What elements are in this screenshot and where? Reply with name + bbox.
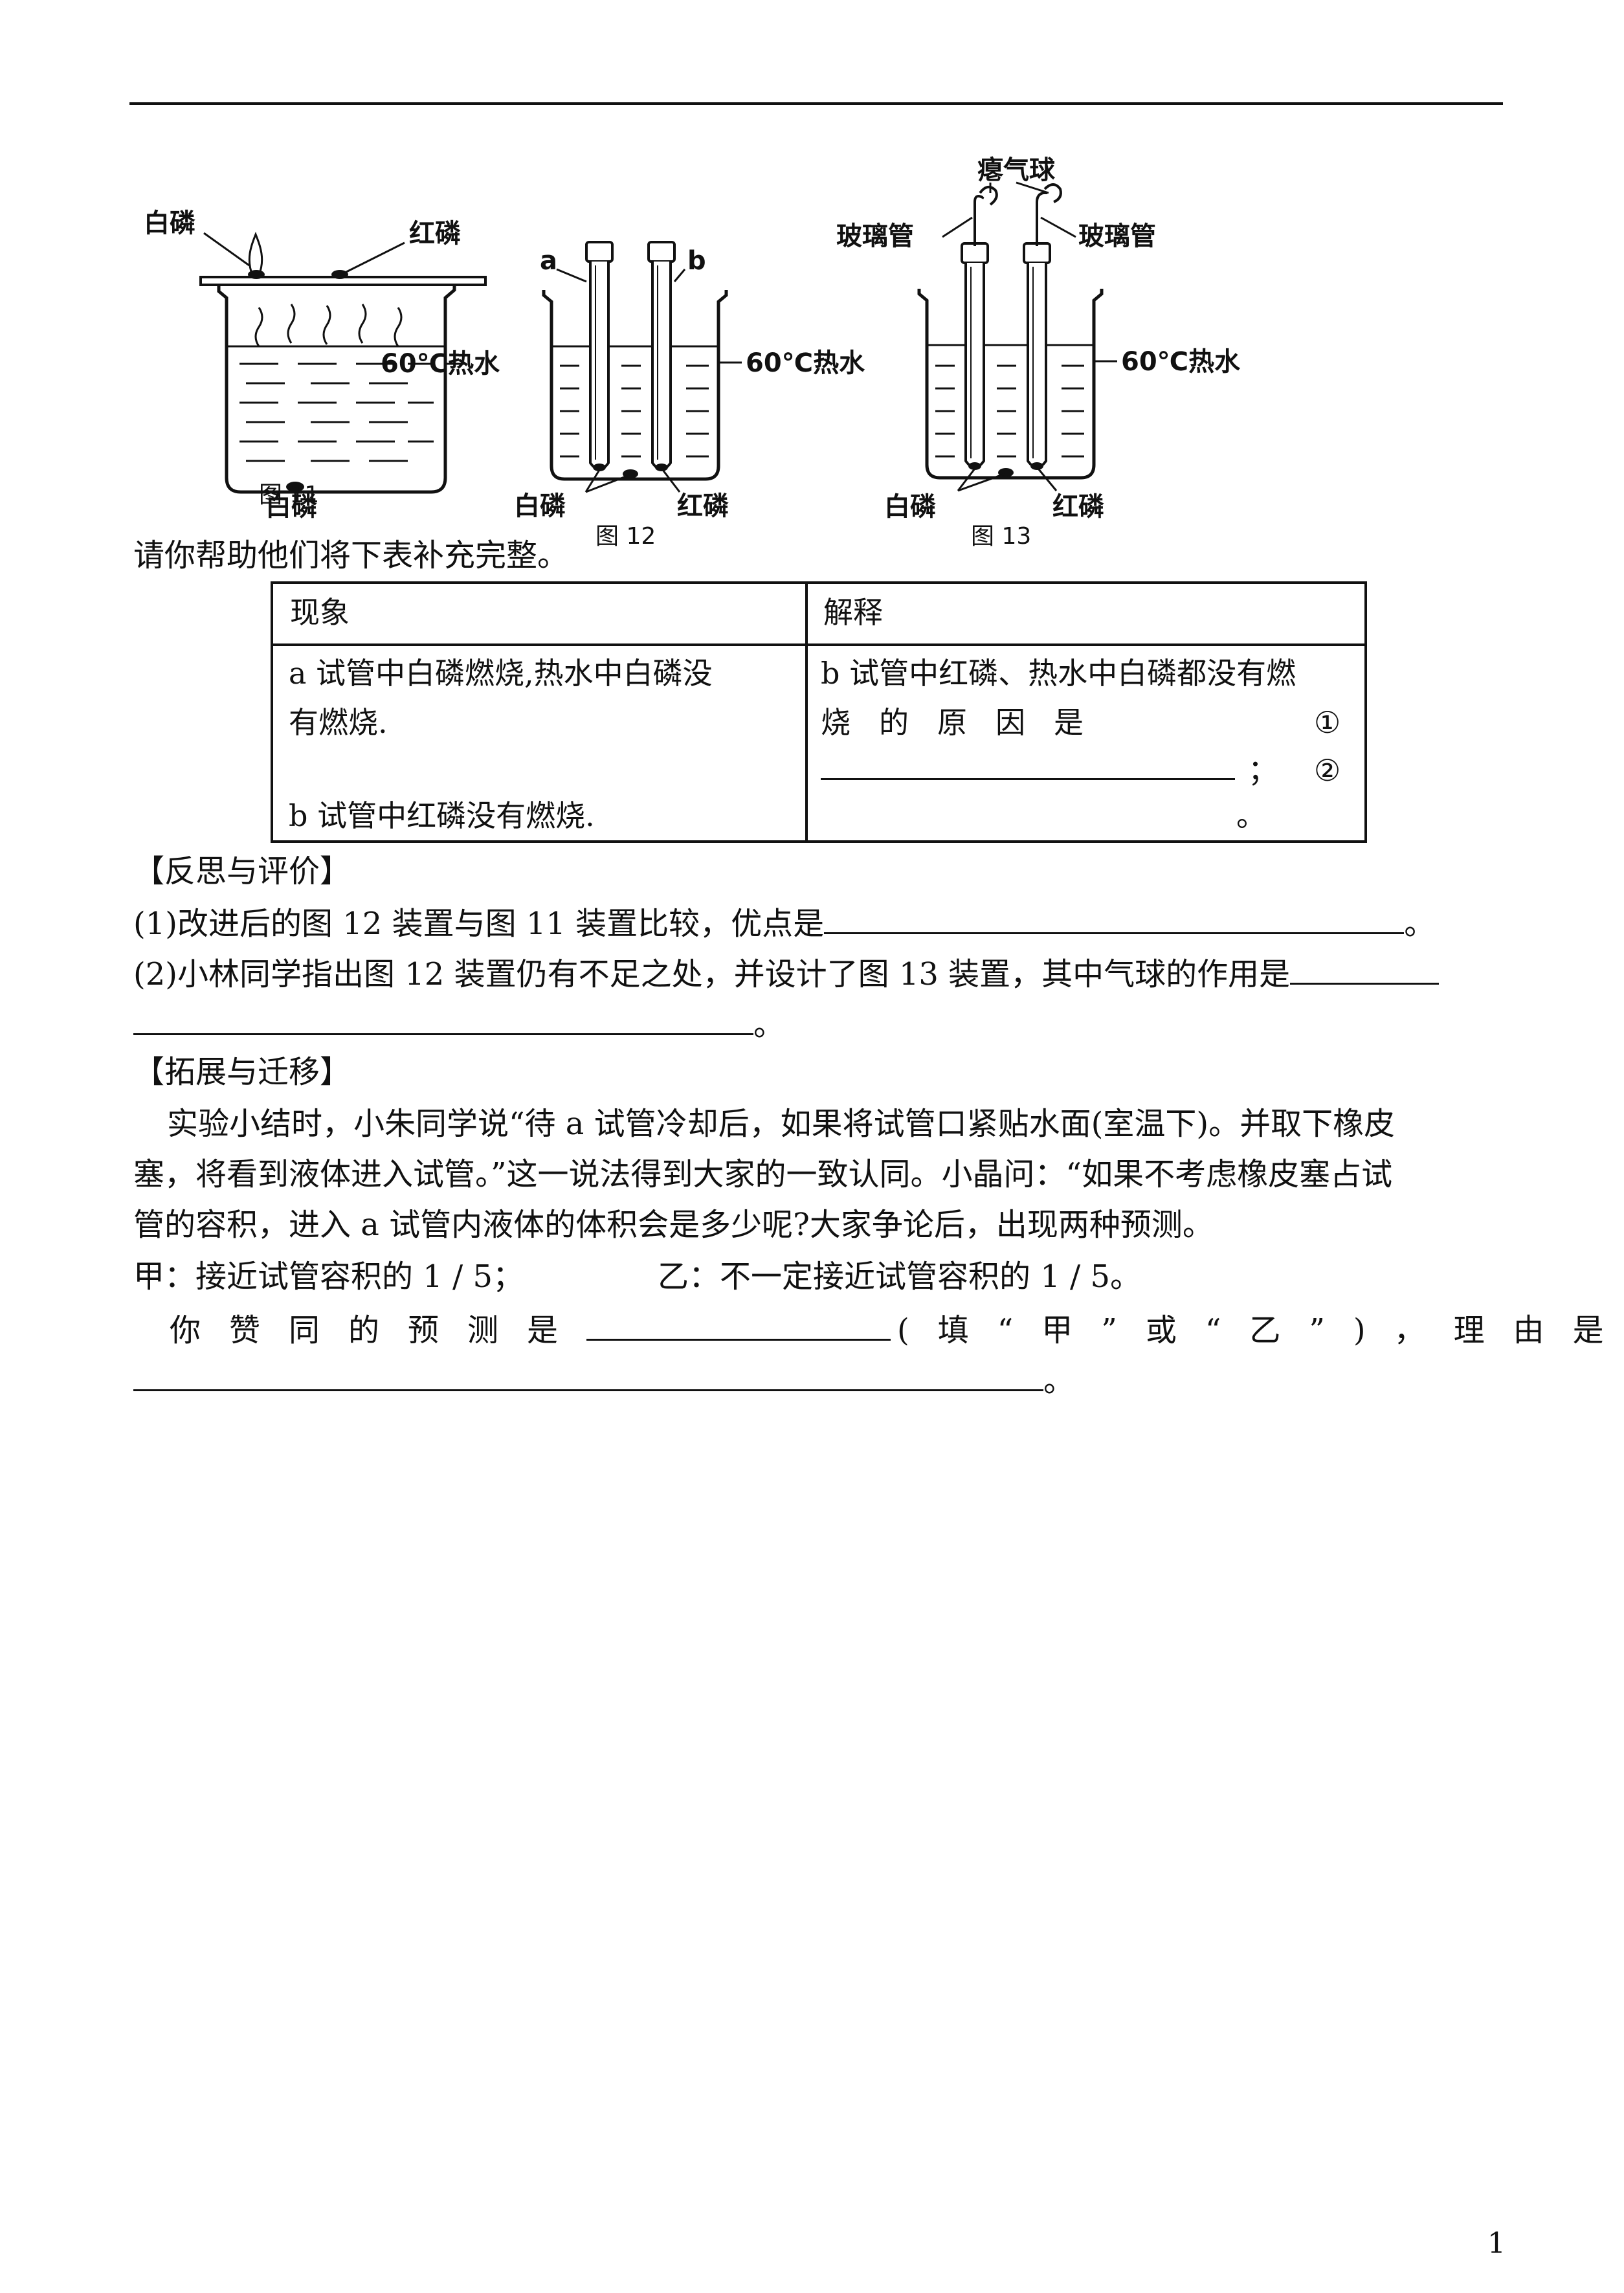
fig13-label-glass-tube-left: 玻璃管 — [836, 221, 914, 251]
fig12-label-red-phosphorus: 红磷 — [677, 491, 729, 521]
fig11-label-white-phosphorus-top: 白磷 — [144, 208, 195, 238]
reflection-q1-text: (1)改进后的图 12 装置与图 11 装置比较，优点是 — [133, 906, 825, 942]
agree-prefix: 你赞同的预测是 — [170, 1312, 587, 1348]
fig12-caption: 图 12 — [595, 523, 656, 550]
reflection-q2-text: (2)小林同学指出图 12 装置仍有不足之处，并设计了图 13 装置，其中气球的… — [133, 956, 1291, 992]
reflection-q2: (2)小林同学指出图 12 装置仍有不足之处，并设计了图 13 装置，其中气球的… — [133, 946, 1440, 999]
fig11-label-hot-water: 60℃热水 — [381, 349, 500, 379]
figure-11-drawing: 白磷 红磷 60℃热水 白磷 图 11 — [144, 208, 500, 522]
reflection-q1-end: 。 — [1404, 906, 1436, 942]
table-phenomenon-line3: b 试管中红磷没有燃烧. — [289, 798, 595, 833]
answer-blank-advantage[interactable] — [824, 896, 1405, 934]
fig12-label-tube-b: b — [687, 246, 706, 276]
extension-line1: 实验小结时，小朱同学说“待 a 试管冷却后，如果将试管口紧贴水面(室温下)。并取… — [167, 1106, 1396, 1142]
answer-blank-reason-1[interactable] — [821, 742, 1235, 780]
fig12-label-tube-a: a — [540, 246, 557, 276]
figure-13-drawing: 瘪气球 玻璃管 玻璃管 60℃热水 白磷 红磷 图 13 — [836, 155, 1241, 550]
fig11-caption: 图 11 — [259, 482, 319, 508]
fig13-label-white-phosphorus: 白磷 — [884, 492, 936, 522]
fig13-caption: 图 13 — [971, 523, 1031, 550]
fig13-label-red-phosphorus: 红磷 — [1052, 492, 1104, 522]
answer-blank-balloon-role-a[interactable] — [1290, 946, 1440, 985]
table-explanation-line2: 烧的原因是 — [821, 698, 1112, 747]
fig13-label-balloon: 瘪气球 — [977, 155, 1056, 185]
reflection-q2-end: 。 — [753, 1007, 785, 1043]
header-rule — [129, 102, 1503, 105]
answer-blank-choice[interactable] — [586, 1303, 891, 1341]
agree-end: 。 — [1043, 1363, 1075, 1399]
figure-12-drawing: a b 60℃热水 白磷 红磷 图 12 — [514, 241, 865, 550]
figure-12: a b 60℃热水 白磷 红磷 图 12 — [514, 233, 865, 550]
table-explanation-semicolon: ； — [1248, 753, 1278, 788]
results-table: 现象 解释 a 试管中白磷燃烧,热水中白磷没 有燃烧. b 试管中红磷没有燃烧.… — [271, 581, 1367, 843]
fig12-label-white-phosphorus: 白磷 — [514, 491, 566, 521]
prediction-yi: 乙：不一定接近试管容积的 1 / 5。 — [658, 1258, 1142, 1295]
table-explanation-end: 。 — [1236, 798, 1266, 833]
extension-line3: 管的容积，进入 a 试管内液体的体积会是多少呢?大家争论后，出现两种预测。 — [133, 1207, 1214, 1243]
table-explanation-mark2: ② — [1314, 753, 1341, 788]
page-number: 1 — [1487, 2227, 1506, 2260]
table-explanation-line1: b 试管中红磷、热水中白磷都没有燃 — [821, 656, 1296, 691]
reflection-q2-cont: 。 — [133, 997, 784, 1049]
explanation-reason-text: 烧的原因是 — [821, 705, 1112, 740]
extension-heading: 【拓展与迁移】 — [133, 1054, 351, 1090]
prediction-jia: 甲：接近试管容积的 1 / 5； — [133, 1258, 524, 1295]
extension-line2: 塞，将看到液体进入试管。”这一说法得到大家的一致认同。小晶问：“如果不考虑橡皮塞… — [133, 1156, 1393, 1192]
table-phenomenon-line2: 有燃烧. — [289, 705, 388, 740]
table-header-divider — [273, 643, 1364, 646]
figure-13: 瘪气球 玻璃管 玻璃管 60℃热水 白磷 红磷 图 13 — [836, 155, 1241, 550]
table-phenomenon-line1: a 试管中白磷燃烧,热水中白磷没 — [289, 656, 713, 691]
fig12-label-hot-water: 60℃热水 — [746, 348, 865, 378]
table-explanation-mark1: ① — [1314, 705, 1341, 740]
agree-middle: (填“甲”或“乙”)，理由是 — [897, 1312, 1624, 1348]
table-explanation-blank1-row — [821, 742, 1235, 794]
table-header-phenomenon: 现象 — [290, 595, 350, 630]
reflection-q1: (1)改进后的图 12 装置与图 11 装置比较，优点是 。 — [133, 896, 1435, 948]
fig11-label-white-phosphorus-bottom: 白磷 — [265, 492, 317, 522]
answer-blank-balloon-role-b[interactable] — [133, 997, 753, 1035]
fig11-label-red-phosphorus: 红磷 — [409, 219, 461, 249]
agree-line: 你赞同的预测是 (填“甲”或“乙”)，理由是 — [170, 1303, 1624, 1355]
figure-11: 白磷 红磷 60℃热水 白磷 图 11 — [142, 194, 544, 522]
intro-text: 请你帮助他们将下表补充完整。 — [133, 537, 569, 574]
table-header-explanation: 解释 — [823, 595, 883, 630]
agree-line-cont: 。 — [133, 1353, 1074, 1405]
table-column-divider — [805, 584, 808, 840]
reflection-heading: 【反思与评价】 — [133, 853, 351, 889]
fig13-label-hot-water: 60℃热水 — [1121, 347, 1241, 377]
fig13-label-glass-tube-right: 玻璃管 — [1078, 221, 1156, 251]
answer-blank-reason[interactable] — [133, 1353, 1043, 1391]
